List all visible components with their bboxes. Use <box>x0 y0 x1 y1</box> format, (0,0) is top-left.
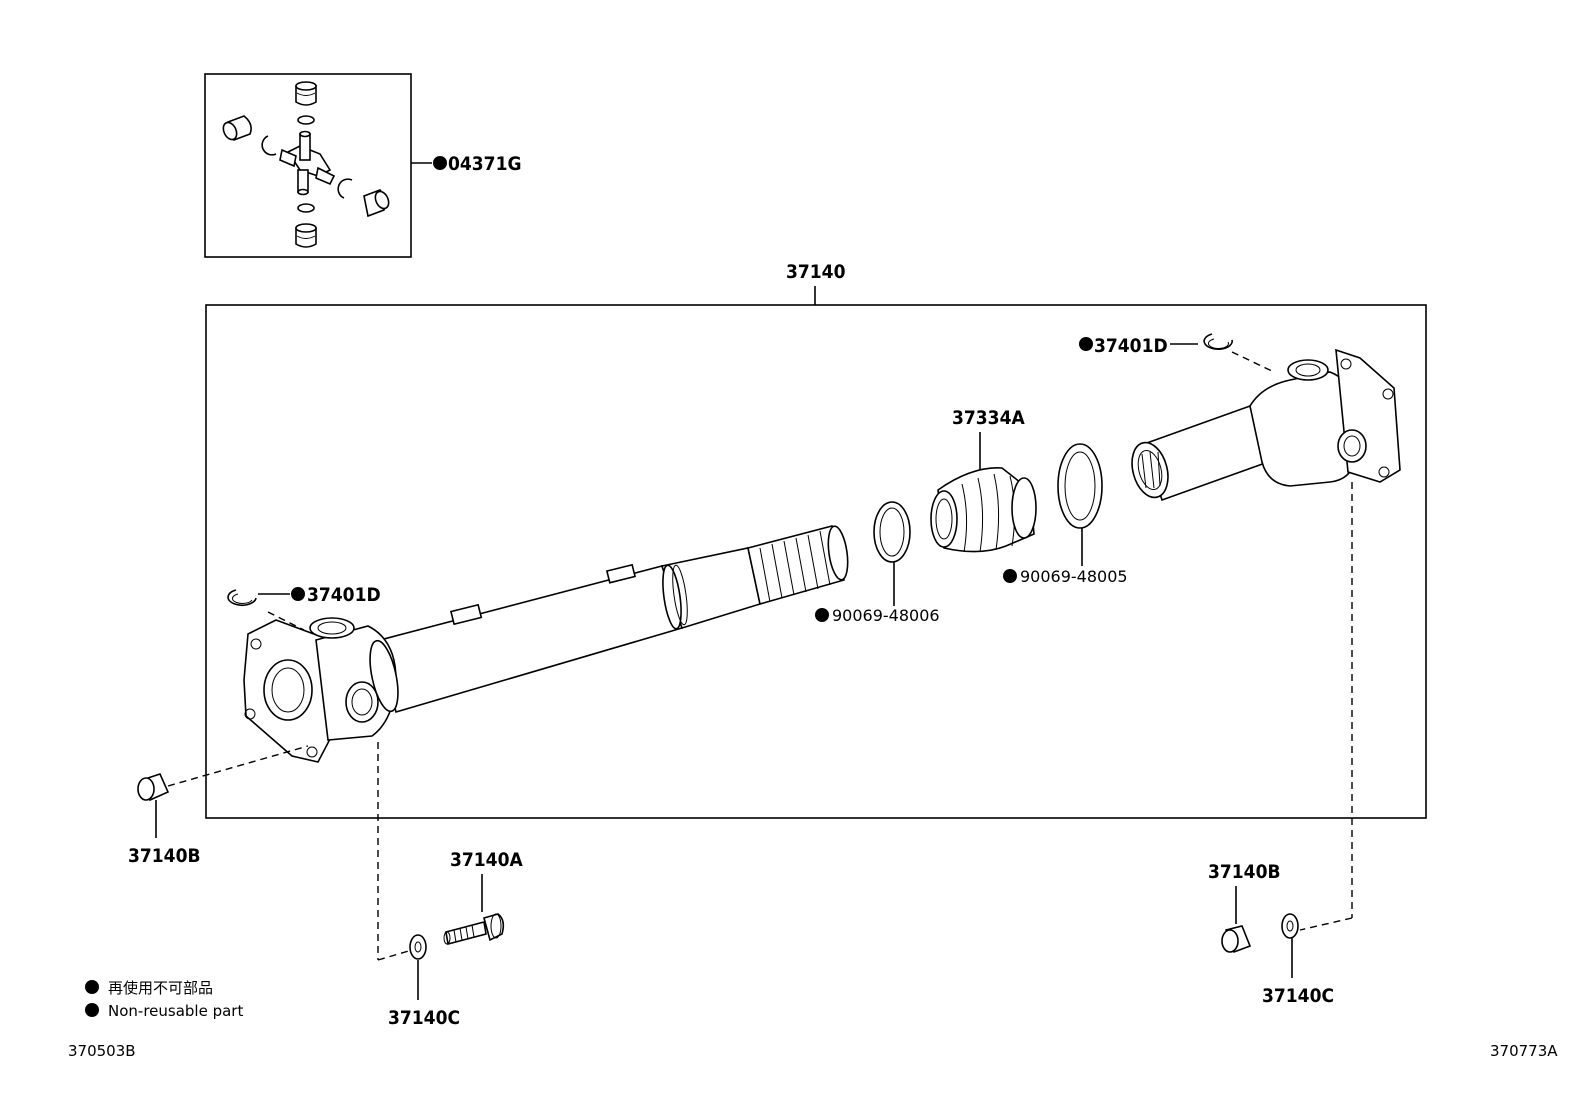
flange-yoke-left <box>243 611 413 961</box>
non-reusable-marker <box>433 156 447 170</box>
label-37334A: 37334A <box>952 407 1025 429</box>
legend-marker-1 <box>85 980 99 994</box>
non-reusable-marker <box>291 587 305 601</box>
label-37401D-right: 37401D <box>1094 335 1168 357</box>
snap-ring-right-small <box>337 178 353 199</box>
legend-text-jp: 再使用不可部品 <box>108 979 213 997</box>
washer-right: 37140C <box>1262 913 1334 1007</box>
label-37140A: 37140A <box>450 849 523 871</box>
bolt-37140A: 37140A <box>443 849 523 945</box>
label-37140C-right: 37140C <box>1262 985 1334 1007</box>
assembly-frame: 37140 <box>205 261 1427 819</box>
bearing-cap-top <box>295 81 317 106</box>
snap-ring-left <box>227 589 257 606</box>
slip-yoke <box>1131 348 1401 931</box>
boot-37334A: 37334A <box>930 407 1037 553</box>
shaft-tube <box>379 525 849 714</box>
ref-code-left: 370503B <box>68 1042 136 1060</box>
label-90069-48005: 90069-48005 <box>1020 567 1128 586</box>
washer-left: 37140C <box>388 934 460 1029</box>
label-37140C-left: 37140C <box>388 1007 460 1029</box>
label-37140: 37140 <box>786 261 846 283</box>
spider-kit-inset: 04371G <box>204 73 522 258</box>
non-reusable-marker <box>815 608 829 622</box>
label-04371G: 04371G <box>448 153 522 175</box>
legend-text-en: Non-reusable part <box>108 1002 243 1020</box>
snap-ring-right-group: 37401D <box>1079 333 1275 373</box>
label-37401D-left: 37401D <box>307 584 381 606</box>
label-90069-48006: 90069-48006 <box>832 606 940 625</box>
legend: 再使用不可部品 Non-reusable part <box>85 979 243 1020</box>
clamp-90069-48006: 90069-48006 <box>815 501 940 625</box>
bearing-cap-bottom <box>295 223 317 248</box>
non-reusable-marker <box>1079 337 1093 351</box>
spider-cross <box>279 130 336 196</box>
bushing-right: 37140B <box>1208 861 1281 954</box>
non-reusable-marker <box>1003 569 1017 583</box>
label-37140B-right: 37140B <box>1208 861 1281 883</box>
snap-ring-left-group: 37401D <box>227 584 381 606</box>
bushing-left: 37140B <box>128 745 309 867</box>
label-37140B-left: 37140B <box>128 845 201 867</box>
legend-marker-2 <box>85 1003 99 1017</box>
bearing-cap-right <box>363 189 390 218</box>
clamp-90069-48005: 90069-48005 <box>1003 443 1128 586</box>
bearing-cap-left <box>222 115 252 142</box>
ref-code-right: 370773A <box>1490 1042 1558 1060</box>
snap-ring-right <box>1203 333 1233 350</box>
snap-ring-left-small <box>261 135 277 156</box>
